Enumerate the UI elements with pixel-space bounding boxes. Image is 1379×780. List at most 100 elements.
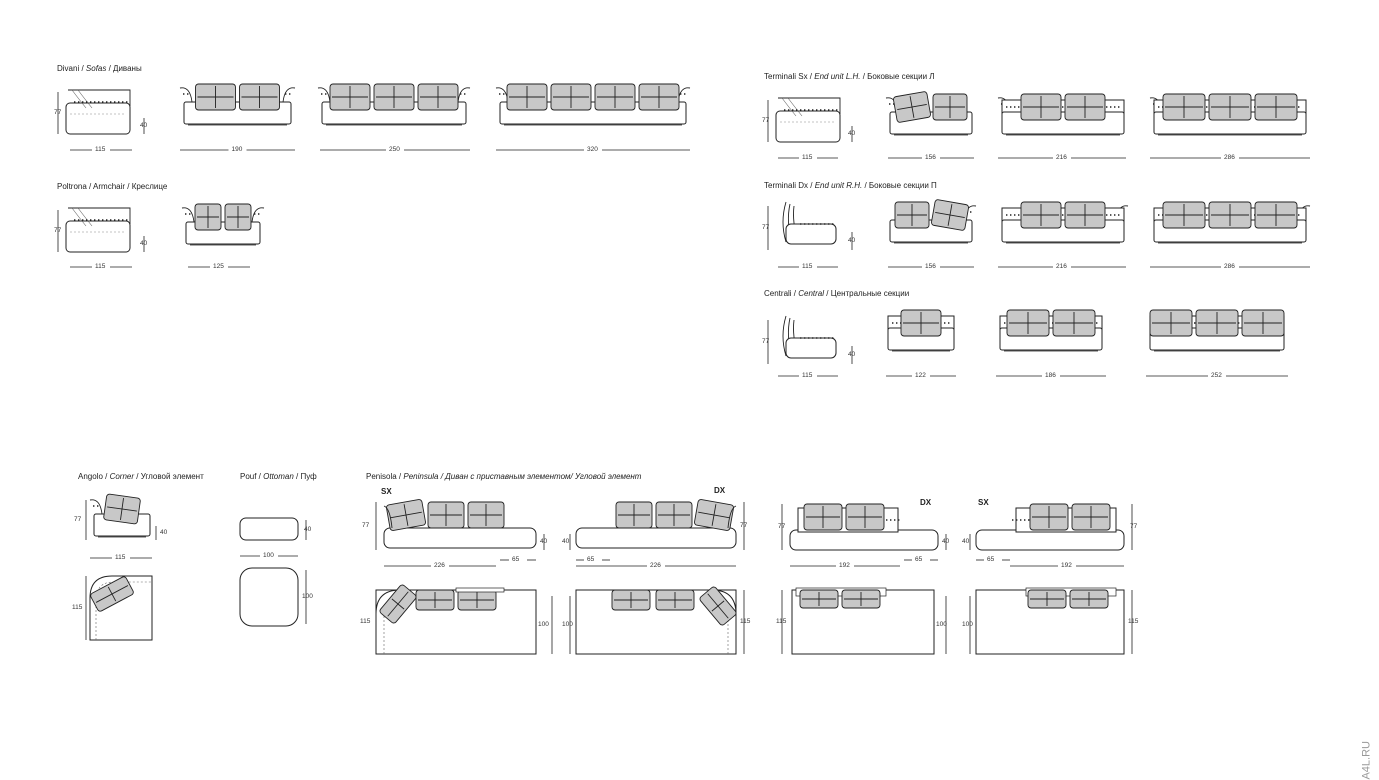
cushion-tufting bbox=[658, 504, 690, 526]
dimension-label: 77 bbox=[1130, 523, 1138, 530]
cushion-tufting bbox=[658, 592, 692, 608]
cushion bbox=[329, 83, 371, 111]
dimension-label: 286 bbox=[1224, 154, 1235, 161]
cushion bbox=[90, 576, 134, 612]
dimension-label: 77 bbox=[362, 522, 370, 529]
peninsula-b-sx-front-view bbox=[975, 529, 1125, 551]
section-label-end-unit-rh: Terminali Dx / End unit R.H. / Боковые с… bbox=[764, 181, 937, 190]
cushion-tufting bbox=[897, 96, 927, 118]
cushion bbox=[845, 503, 885, 531]
dimension-label: 115 bbox=[802, 154, 813, 161]
dimension-label: 40 bbox=[848, 130, 856, 137]
cushion-tufting bbox=[1067, 204, 1103, 226]
dx-mark: DX bbox=[920, 498, 932, 507]
cushion-tufting bbox=[1074, 506, 1108, 528]
section-label-armchair: Poltrona / Armchair / Креслице bbox=[57, 182, 168, 191]
cushion bbox=[1064, 93, 1106, 121]
dimension-label: 77 bbox=[778, 523, 786, 530]
dimension-label: 226 bbox=[650, 562, 661, 569]
dimension-label: 192 bbox=[839, 562, 850, 569]
dimension-label: 40 bbox=[962, 538, 970, 545]
cushion bbox=[655, 589, 695, 611]
cushion bbox=[386, 499, 426, 531]
dimension-label: 115 bbox=[776, 618, 787, 625]
dimension-label: 77 bbox=[54, 227, 62, 234]
cushion-tufting bbox=[1257, 96, 1295, 118]
cushion bbox=[1254, 201, 1298, 229]
cushion-tufting bbox=[707, 593, 729, 619]
cushion bbox=[1208, 93, 1252, 121]
cushion bbox=[803, 503, 843, 531]
dimension-label: 115 bbox=[72, 604, 83, 611]
cushion-tufting bbox=[197, 206, 219, 228]
cushion-tufting bbox=[1165, 204, 1203, 226]
section-label-pouf: Pouf / Ottoman / Пуф bbox=[240, 472, 317, 481]
cushion-tufting bbox=[387, 591, 409, 617]
cushion-tufting bbox=[614, 592, 648, 608]
backrest-cushion bbox=[781, 97, 803, 117]
cushion-tufting bbox=[1055, 312, 1093, 334]
sofa-side-view bbox=[65, 102, 131, 135]
dimension-label: 100 bbox=[562, 621, 573, 628]
cushion-tufting bbox=[1152, 312, 1190, 334]
dimension-label: 115 bbox=[115, 554, 126, 561]
dimension-label: 40 bbox=[140, 240, 148, 247]
cushion bbox=[841, 589, 881, 609]
cushion-tufting bbox=[460, 592, 494, 608]
central-side-view bbox=[785, 337, 837, 359]
dimension-label: 286 bbox=[1224, 263, 1235, 270]
cushion-tufting bbox=[618, 504, 650, 526]
cushion-tufting bbox=[430, 504, 462, 526]
cushion-tufting bbox=[197, 86, 234, 108]
cushion bbox=[694, 499, 734, 531]
cushion bbox=[239, 83, 280, 111]
dimension-label: 40 bbox=[304, 526, 312, 533]
dimension-label: 250 bbox=[389, 146, 400, 153]
cushion bbox=[932, 93, 968, 121]
cushion bbox=[415, 589, 455, 611]
plan-backrest bbox=[455, 587, 505, 593]
armrest-left bbox=[383, 505, 393, 529]
cushion-tufting bbox=[1244, 312, 1282, 334]
cushion bbox=[1052, 309, 1096, 337]
dimension-label: 115 bbox=[1128, 618, 1139, 625]
dimension-label: 77 bbox=[740, 522, 748, 529]
cushion-tufting bbox=[332, 86, 368, 108]
dimension-label: 125 bbox=[213, 263, 224, 270]
cushion bbox=[417, 83, 459, 111]
dimension-label: 65 bbox=[512, 556, 520, 563]
cushion bbox=[1162, 93, 1206, 121]
cushion bbox=[1064, 201, 1106, 229]
dimension-label: 77 bbox=[762, 224, 770, 231]
cushion bbox=[638, 83, 680, 111]
dimension-label: 320 bbox=[587, 146, 598, 153]
cushion-tufting bbox=[897, 204, 927, 226]
dimension-label: 115 bbox=[740, 618, 751, 625]
dimension-label: 216 bbox=[1056, 263, 1067, 270]
dimension-label: 122 bbox=[915, 372, 926, 379]
cushion bbox=[655, 501, 693, 529]
dx-mark: DX bbox=[714, 486, 726, 495]
backrest-curve bbox=[782, 315, 787, 357]
dimension-label: 77 bbox=[74, 516, 82, 523]
cushion bbox=[1149, 309, 1193, 337]
cushion-tufting bbox=[1032, 506, 1066, 528]
dimension-label: 100 bbox=[302, 593, 313, 600]
cushion-tufting bbox=[107, 498, 137, 520]
backrest-curve bbox=[782, 201, 787, 243]
cushion-tufting bbox=[1023, 204, 1059, 226]
dimension-label: 216 bbox=[1056, 154, 1067, 161]
cushion bbox=[1071, 503, 1111, 531]
dimension-label: 115 bbox=[360, 618, 371, 625]
cushion-tufting bbox=[1023, 96, 1059, 118]
dimension-label: 100 bbox=[263, 552, 274, 559]
cushion-tufting bbox=[376, 86, 412, 108]
dimension-label: 186 bbox=[1045, 372, 1056, 379]
cushion bbox=[224, 203, 252, 231]
sx-mark: SX bbox=[381, 487, 392, 496]
section-label-corner: Angolo / Corner / Угловой элемент bbox=[78, 472, 204, 481]
sx-mark: SX bbox=[978, 498, 989, 507]
backrest-outline bbox=[68, 207, 131, 224]
dimension-label: 115 bbox=[802, 372, 813, 379]
cushion-tufting bbox=[1211, 96, 1249, 118]
